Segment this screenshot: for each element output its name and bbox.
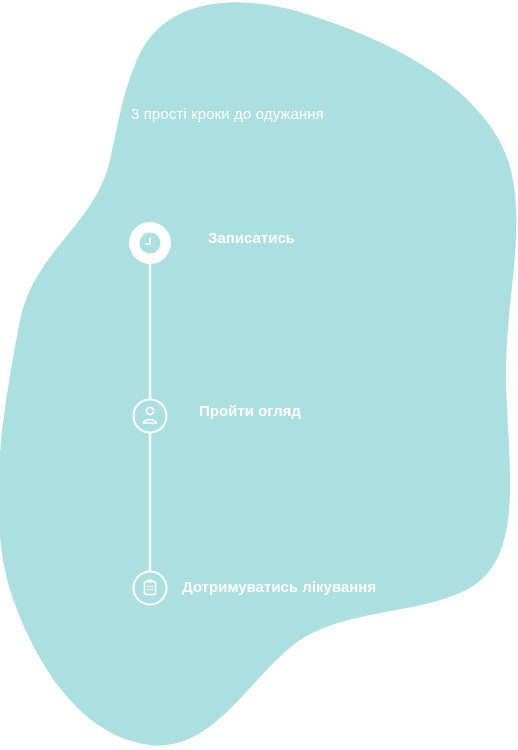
step-1-clock-icon[interactable] (129, 222, 171, 264)
section-heading: 3 прості кроки до одужання (131, 106, 324, 123)
step-2-user-icon[interactable] (132, 398, 168, 434)
step-3-clipboard-icon[interactable] (132, 570, 168, 606)
step-1-label[interactable]: Записатись (208, 230, 296, 247)
step-3-label[interactable]: Дотримуватись лікування (182, 579, 377, 596)
step-2-label[interactable]: Пройти огляд (199, 403, 301, 420)
